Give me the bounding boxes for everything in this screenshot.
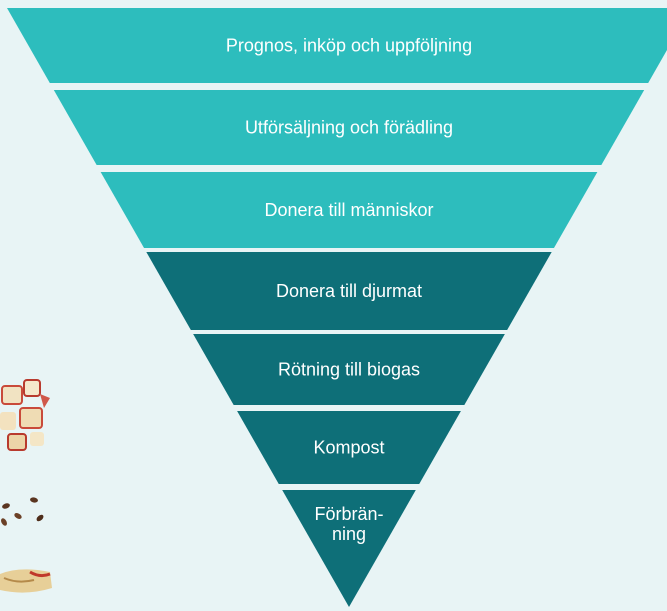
- seeds-icon: [1, 497, 44, 526]
- funnel-level-4: [146, 252, 552, 330]
- funnel-level-7-label: ning: [332, 524, 366, 544]
- funnel-level-6: [237, 411, 461, 484]
- funnel-level-7-label: Förbrän-: [314, 504, 383, 524]
- apple-pieces-icon: [0, 379, 50, 451]
- funnel-level-2-label: Utförsäljning och förädling: [245, 118, 453, 138]
- funnel-level-4-label: Donera till djurmat: [276, 281, 422, 301]
- apple-core-icon: [0, 569, 52, 593]
- funnel-level-7: [282, 490, 416, 607]
- funnel-level-1-label: Prognos, inköp och uppföljning: [226, 36, 472, 56]
- funnel-level-3-label: Donera till människor: [264, 200, 433, 220]
- funnel-level-1: [7, 8, 667, 83]
- funnel-level-5: [193, 334, 505, 405]
- funnel-level-5-label: Rötning till biogas: [278, 360, 420, 380]
- funnel-level-3: [100, 172, 598, 248]
- funnel-level-6-label: Kompost: [313, 438, 384, 458]
- funnel-level-2: [53, 90, 645, 165]
